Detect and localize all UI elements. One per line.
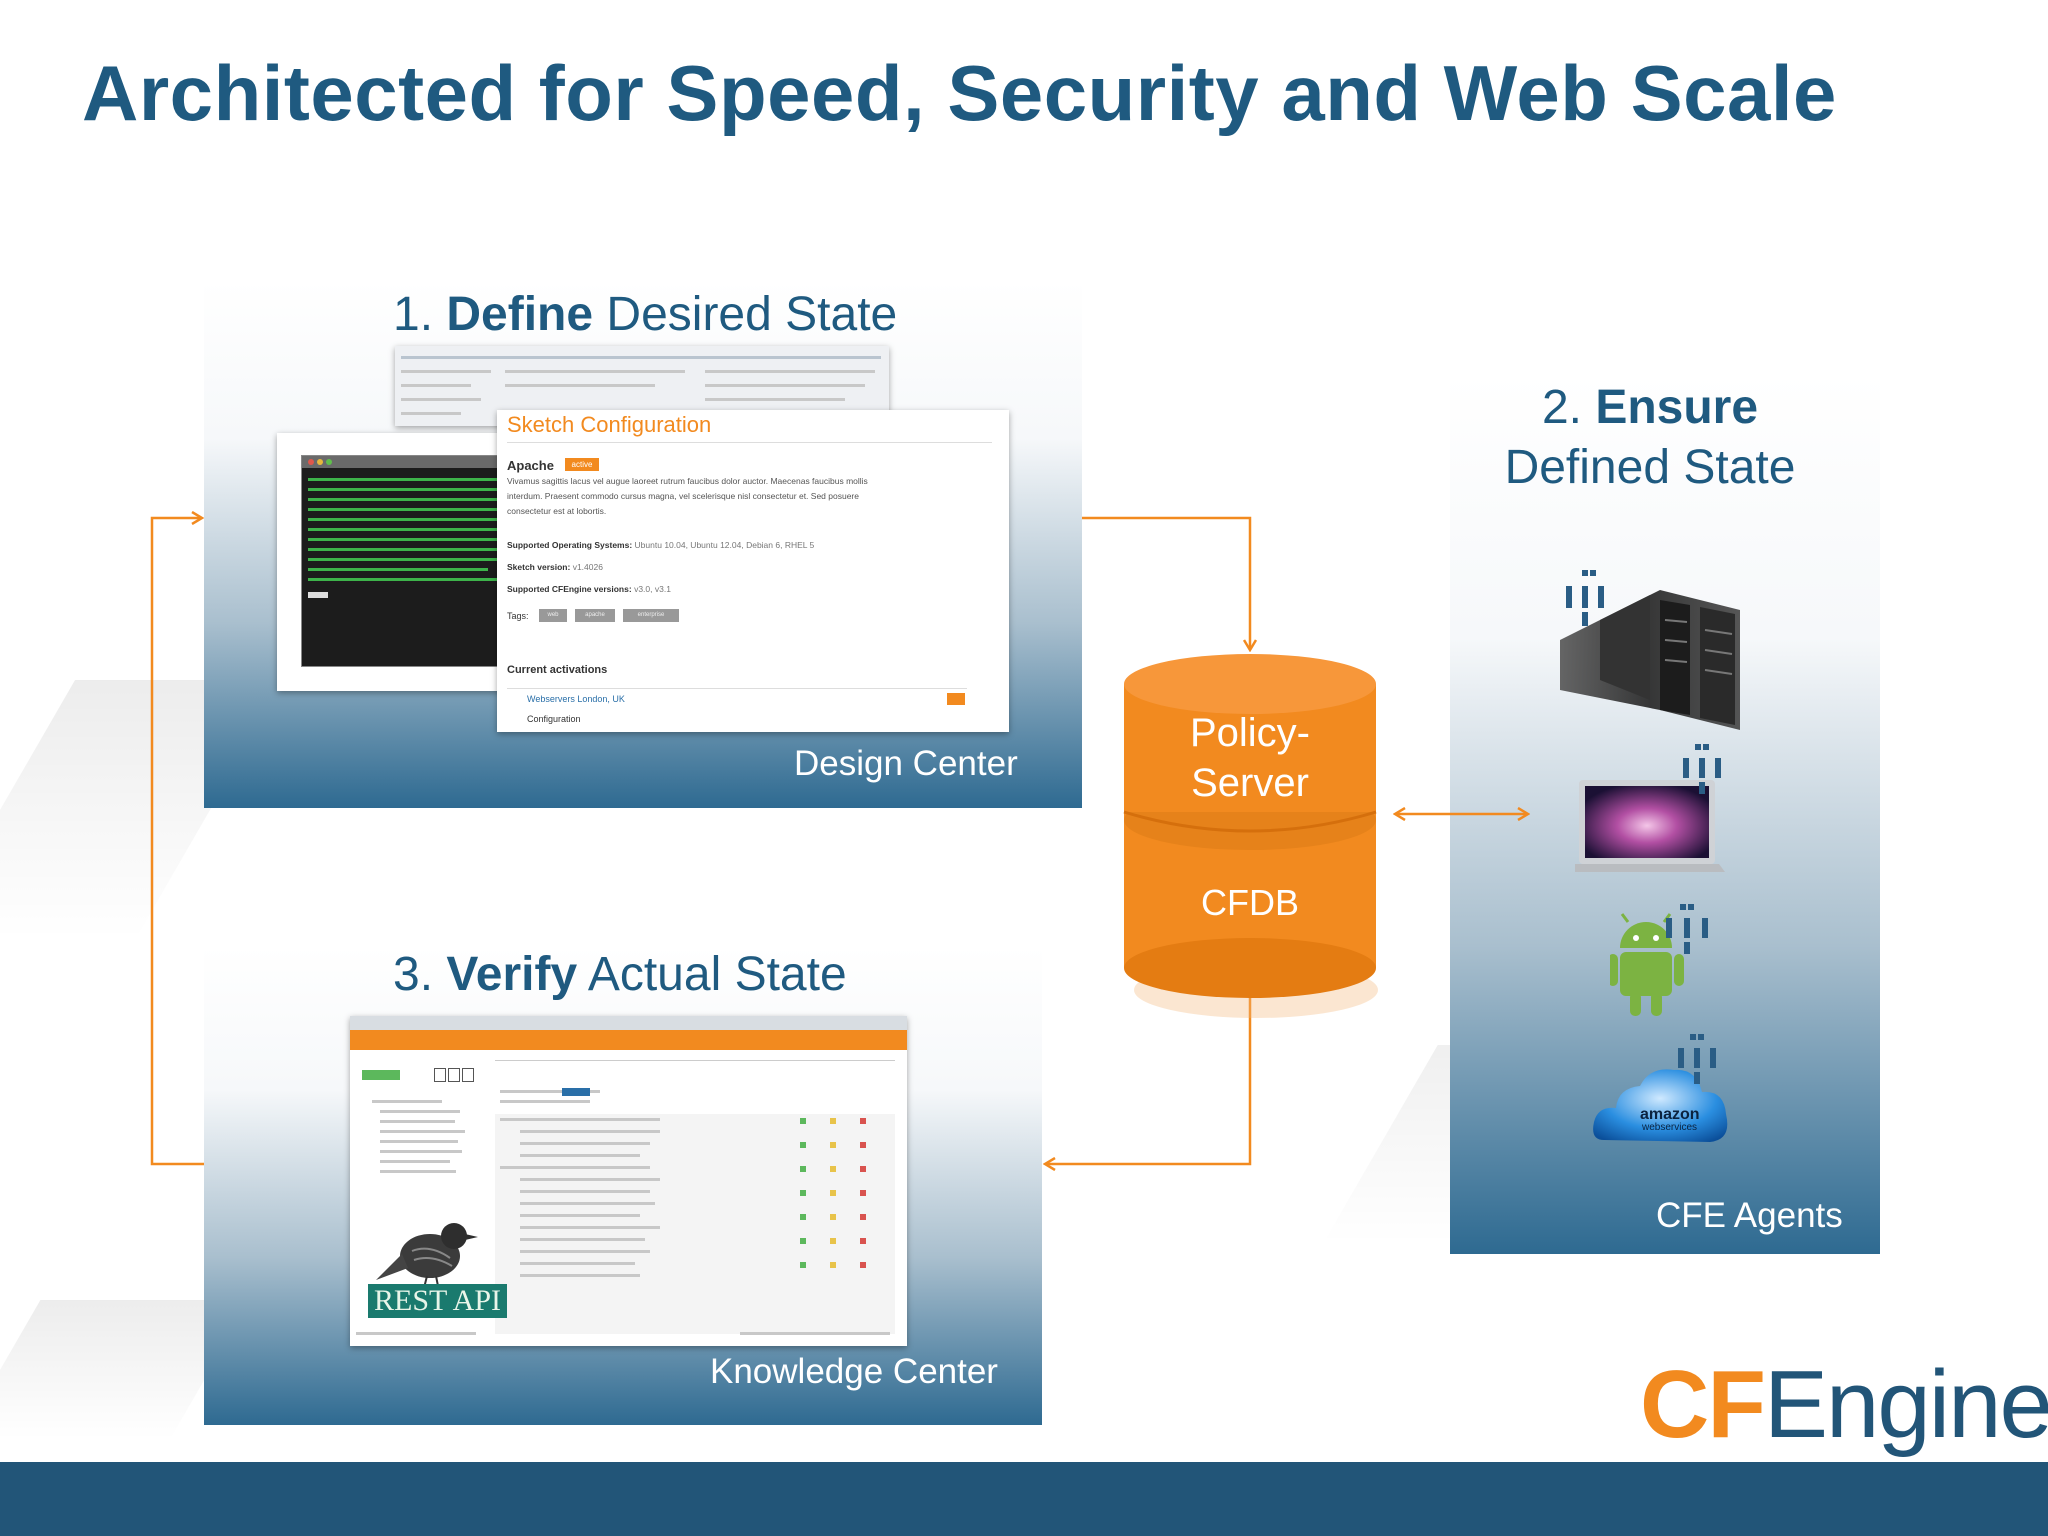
amazon-label: amazon (1640, 1106, 1700, 1123)
cfdb-label: CFDB (1201, 882, 1299, 923)
design-center-caption: Design Center (794, 744, 1018, 783)
knowledge-center-caption: Knowledge Center (710, 1352, 998, 1391)
sketch-version-value: v1.4026 (572, 562, 603, 572)
amazon-sub-label: webservices (1642, 1122, 1698, 1133)
bird-icon (376, 1223, 478, 1297)
activation-item[interactable]: Webservers London, UK (527, 694, 625, 704)
sketch-tags-label: Tags: (507, 611, 529, 621)
sketch-section-label: Apache (507, 458, 554, 473)
activation-action-button[interactable] (947, 693, 965, 705)
sketch-status-badge: active (565, 458, 599, 471)
current-activations-label: Current activations (507, 664, 608, 676)
sketch-description-2: interdum. Praesent commodo cursus magna,… (507, 491, 859, 501)
tag-enterprise[interactable]: enterprise (623, 609, 679, 622)
sketch-os-value: Ubuntu 10.04, Ubuntu 12.04, Debian 6, RH… (634, 540, 815, 550)
cfe-agents-caption: CFE Agents (1656, 1196, 1843, 1235)
sketch-os-label: Supported Operating Systems: (507, 540, 633, 550)
slide-title: Architected for Speed, Security and Web … (82, 49, 1837, 137)
server-rack-icon (1560, 570, 1740, 730)
footer-bar (0, 1462, 2048, 1536)
verify-heading: 3. Verify Actual State (393, 948, 847, 1001)
android-icon (1610, 904, 1708, 1016)
rest-api-label: REST API (368, 1284, 507, 1318)
sketch-cfengine-value: v3.0, v3.1 (634, 584, 671, 594)
sketch-title: Sketch Configuration (507, 412, 712, 437)
knowledge-center-screenshot: REST API (350, 1016, 907, 1346)
sketch-cfengine-label: Supported CFEngine versions: (507, 584, 632, 594)
laptop-icon (1575, 744, 1725, 872)
policy-server-database-icon (1123, 654, 1378, 1018)
policy-server-label: Policy- Server (1189, 711, 1311, 805)
sketch-configuration-screenshot: Sketch Configuration Apache active Vivam… (497, 410, 1009, 732)
ensure-heading: 2. Ensure Defined State (1504, 381, 1796, 494)
sketch-description-3: consectetur est at lobortis. (507, 506, 607, 516)
tag-apache[interactable]: apache (575, 609, 615, 622)
sketch-version-label: Sketch version: (507, 562, 571, 572)
sketch-description-1: Vivamus sagittis lacus vel augue laoreet… (507, 476, 868, 486)
tag-web[interactable]: web (539, 609, 567, 622)
amazon-cloud-icon (1593, 1034, 1728, 1142)
define-heading: 1. Define Desired State (393, 288, 898, 341)
cfengine-logo: CFEngine (1640, 1351, 2048, 1458)
activation-sub-label: Configuration (527, 714, 581, 724)
